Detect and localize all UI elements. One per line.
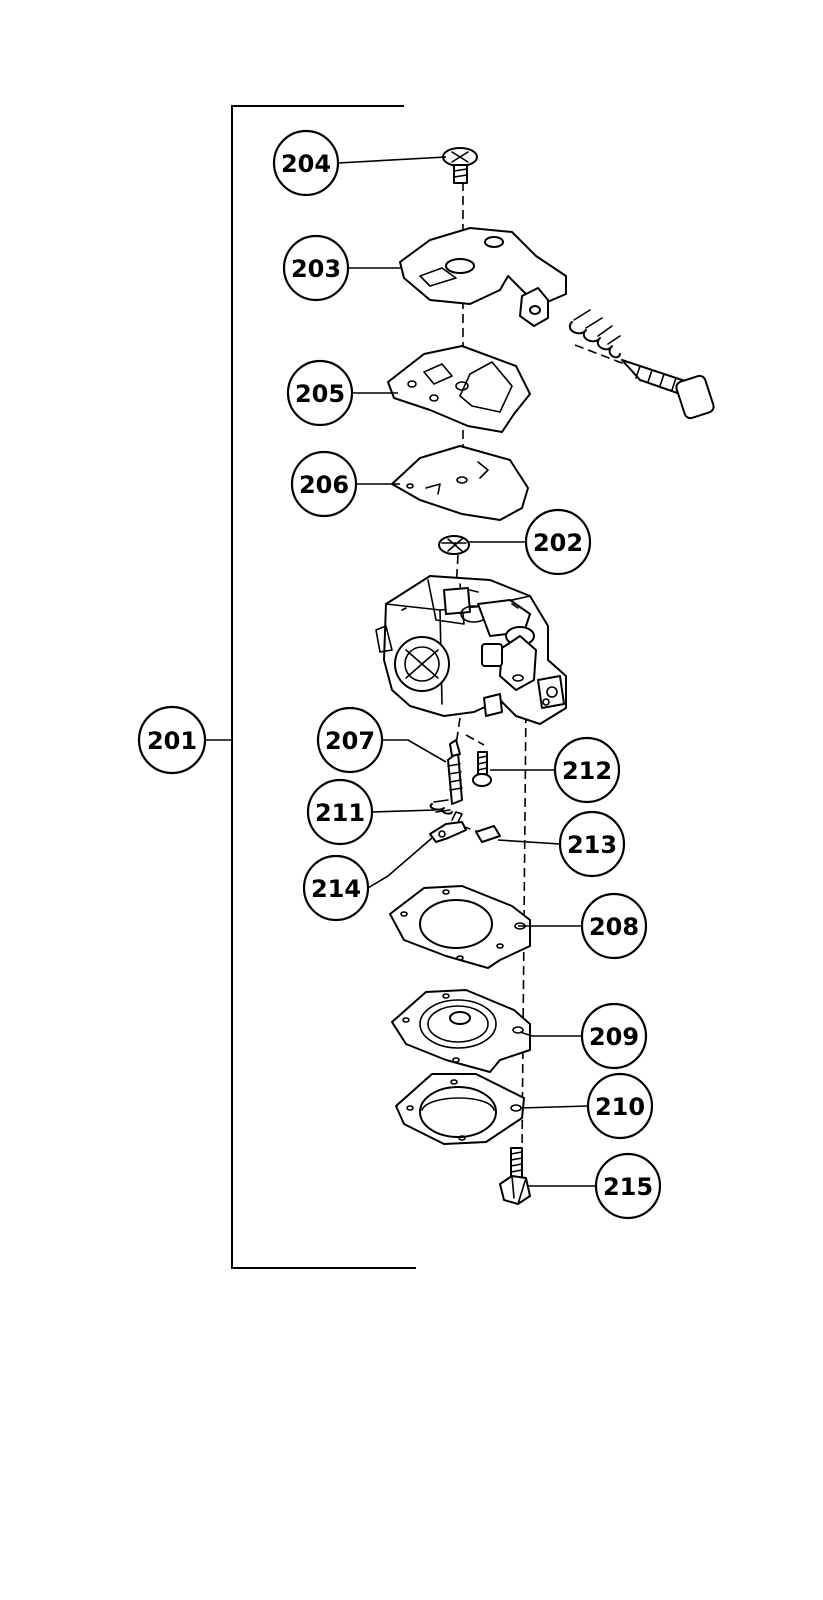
- part-209-diaphragm: [391, 989, 531, 1073]
- part-210-cover: [395, 1073, 525, 1145]
- part-202-screen: [438, 535, 470, 555]
- callout-210: 210: [586, 1072, 654, 1140]
- callout-label-211: 211: [315, 799, 365, 827]
- leader-lines: [337, 156, 596, 1187]
- callout-label-203: 203: [291, 255, 341, 283]
- callout-207: 207: [316, 706, 384, 774]
- callout-label-215: 215: [603, 1173, 653, 1201]
- callout-206: 206: [290, 450, 358, 518]
- callout-212: 212: [553, 736, 621, 804]
- callout-label-207: 207: [325, 727, 375, 755]
- part-203-cover: [399, 227, 567, 327]
- part-212-screw: [472, 751, 492, 787]
- part-206-diaphragm: [391, 445, 529, 521]
- carburetor-body: [375, 575, 567, 725]
- part-205-gasket: [387, 345, 531, 433]
- callout-209: 209: [580, 1002, 648, 1070]
- part-214-lever: [429, 811, 467, 843]
- callout-208: 208: [580, 892, 648, 960]
- callout-label-201: 201: [147, 727, 197, 755]
- callout-215: 215: [594, 1152, 662, 1220]
- callout-201: 201: [137, 705, 207, 775]
- callout-203: 203: [282, 234, 350, 302]
- callout-label-212: 212: [562, 757, 612, 785]
- part-207-needle: [447, 739, 463, 805]
- spring: [568, 309, 621, 359]
- callout-label-214: 214: [311, 875, 361, 903]
- callout-202: 202: [524, 508, 592, 576]
- part-215-screw: [499, 1147, 531, 1205]
- callout-label-202: 202: [533, 529, 583, 557]
- callout-label-205: 205: [295, 380, 345, 408]
- part-204-screw: [442, 147, 478, 184]
- callout-211: 211: [306, 778, 374, 846]
- callout-label-209: 209: [589, 1023, 639, 1051]
- callout-label-210: 210: [595, 1093, 645, 1121]
- callout-label-206: 206: [299, 471, 349, 499]
- callout-204: 204: [272, 129, 340, 197]
- part-213-pin: [475, 825, 501, 843]
- callout-205: 205: [286, 359, 354, 427]
- assembly-bracket: [205, 105, 416, 1269]
- adjusting-needle: [621, 359, 715, 420]
- callout-label-204: 204: [281, 150, 331, 178]
- part-208-gasket: [389, 885, 531, 969]
- part-211-spring: [429, 799, 453, 815]
- callout-label-213: 213: [567, 831, 617, 859]
- callout-213: 213: [558, 810, 626, 878]
- callout-214: 214: [302, 854, 370, 922]
- callout-label-208: 208: [589, 913, 639, 941]
